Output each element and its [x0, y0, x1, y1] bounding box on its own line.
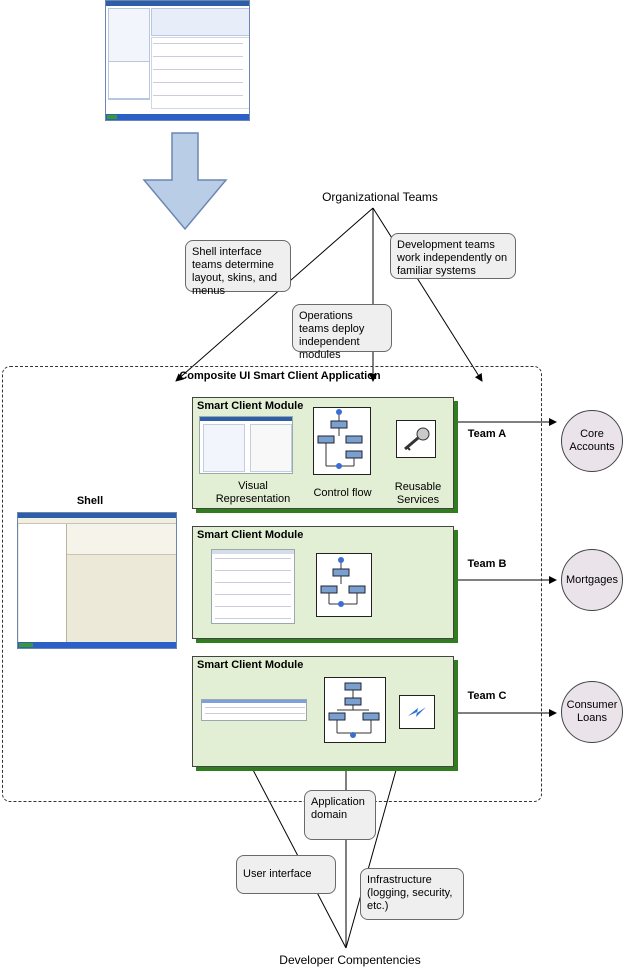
module-a-control-flow-diagram — [313, 407, 371, 475]
team-c-label: Team C — [467, 690, 507, 702]
module-c-control-flow-diagram — [324, 677, 386, 743]
module-a-title: Smart Client Module — [197, 400, 304, 412]
module-c-services-box — [399, 695, 435, 729]
operations-teams-note: Operations teams deploy independent modu… — [292, 304, 392, 361]
top-screenshot — [105, 0, 250, 121]
module-a-caption-control-flow: Control flow — [313, 487, 372, 499]
smart-client-module-c: Smart Client Module — [192, 656, 454, 767]
module-c-title: Smart Client Module — [197, 659, 304, 671]
key-icon — [404, 427, 430, 451]
module-a-caption-visual: Visual Representation — [215, 480, 291, 505]
module-c-visual-thumbnail — [201, 699, 307, 721]
module-b-title: Smart Client Module — [197, 529, 304, 541]
application-domain-note: Application domain — [304, 790, 376, 840]
organizational-teams-label: Organizational Teams — [322, 190, 438, 204]
development-teams-note: Development teams work independently on … — [390, 233, 516, 279]
control-flow-icon — [320, 557, 366, 607]
module-a-visual-thumbnail — [199, 416, 293, 474]
big-down-arrow-icon — [142, 132, 228, 231]
smart-client-module-b: Smart Client Module — [192, 526, 454, 639]
composite-title: Composite UI Smart Client Application — [179, 370, 381, 382]
control-flow-icon — [328, 682, 380, 738]
core-accounts-circle: Core Accounts — [561, 410, 623, 472]
module-a-caption-services: Reusable Services — [394, 481, 442, 506]
infrastructure-note: Infrastructure (logging, security, etc.) — [360, 868, 464, 920]
smart-client-module-a: Smart Client Module Visual Representatio… — [192, 397, 454, 509]
control-flow-icon — [317, 409, 363, 469]
module-b-control-flow-diagram — [316, 553, 372, 617]
mortgages-circle: Mortgages — [561, 549, 623, 611]
lightning-icon — [408, 707, 426, 717]
composite-application-container — [2, 366, 542, 802]
shell-label: Shell — [76, 495, 104, 507]
consumer-loans-circle: Consumer Loans — [561, 681, 623, 743]
module-a-services-box — [396, 420, 436, 458]
shell-teams-note: Shell interface teams determine layout, … — [185, 240, 291, 297]
user-interface-note: User interface — [236, 855, 336, 894]
module-b-visual-thumbnail — [211, 549, 295, 624]
developer-competencies-label: Developer Compentencies — [279, 953, 421, 967]
team-a-label: Team A — [467, 428, 507, 440]
team-b-label: Team B — [467, 558, 507, 570]
shell-screenshot — [17, 512, 177, 649]
